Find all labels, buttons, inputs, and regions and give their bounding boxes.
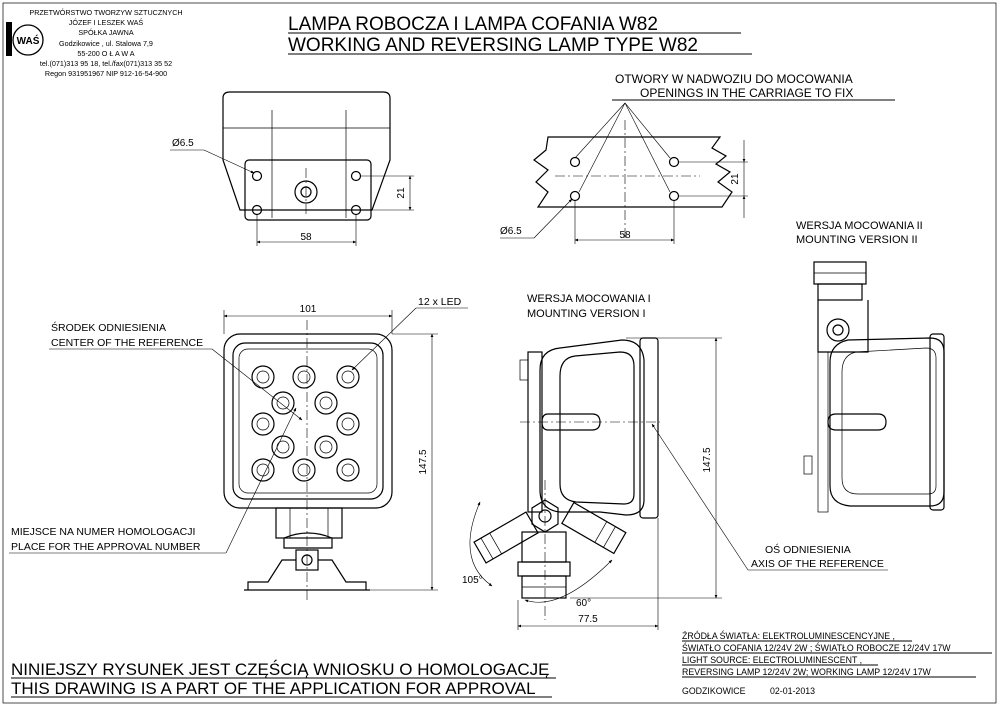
company-line: 55-200 O Ł A W A: [77, 49, 134, 58]
dim-77: 77.5: [578, 614, 598, 625]
dim-147-side: 147.5: [702, 447, 713, 472]
led-grid: [251, 365, 360, 482]
dim-58-panel: 58: [619, 230, 631, 241]
company-logo-text: WAŚ: [17, 34, 40, 47]
hole-diameter-panel: Ø6.5: [500, 226, 522, 237]
openings-label-en: OPENINGS IN THE CARRIAGE TO FIX: [640, 86, 853, 100]
reference-center-en: CENTER OF THE REFERENCE: [51, 337, 203, 349]
openings-label-pl: OTWORY W NADWOZIU DO MOCOWANIA: [615, 72, 853, 86]
footer-place: GODZIKOWICE: [682, 686, 746, 696]
company-header: WAŚ PRZETWÓRSTWO TWORZYW SZTUCZNYCH JÓZE…: [6, 8, 183, 78]
dim-147-front: 147.5: [418, 449, 429, 474]
dim-101: 101: [300, 304, 317, 315]
company-line: Regon 931951967 NIP 912-16-54-900: [45, 69, 167, 78]
dim-58-top: 58: [300, 232, 312, 243]
logo-bar: [6, 22, 12, 56]
mounting-1-en: MOUNTING VERSION I: [527, 308, 646, 320]
angle-105: 105°: [462, 575, 483, 586]
title-line-1: LAMPA ROBOCZA I LAMPA COFANIA W82: [288, 14, 658, 35]
side-view-mounting-1: WERSJA MOCOWANIA I MOUNTING VERSION I: [462, 293, 888, 630]
hole-diameter-top: Ø6.5: [172, 138, 194, 149]
company-line: SPÓŁKA JAWNA: [78, 28, 133, 37]
title-line-2: WORKING AND REVERSING LAMP TYPE W82: [288, 35, 698, 56]
company-line: tel.(071)313 95 18, tel./fax(071)313 35 …: [40, 59, 172, 68]
side-view-mounting-2: WERSJA MOCOWANIA II MOUNTING VERSION II: [796, 220, 945, 513]
reference-axis-pl: OŚ ODNIESIENIA: [765, 543, 851, 556]
light-source-line: ŚWIATŁO COFANIA 12/24V 2W ; ŚWIATŁO ROBO…: [682, 642, 951, 653]
approval-notice: NINIEJSZY RYSUNEK JEST CZĘŚCIĄ WNIOSKU O…: [11, 660, 556, 698]
approval-place-pl: MIEJSCE NA NUMER HOMOLOGACJI: [11, 526, 195, 538]
mounting-1-pl: WERSJA MOCOWANIA I: [527, 293, 651, 305]
angle-60: 60°: [576, 598, 591, 609]
company-line: JÓZEF I LESZEK WAŚ: [69, 18, 144, 27]
company-logo: [12, 24, 44, 56]
dim-21-top: 21: [396, 187, 407, 199]
notice-line-1: NINIEJSZY RYSUNEK JEST CZĘŚCIĄ WNIOSKU O…: [11, 660, 549, 679]
company-line: PRZETWÓRSTWO TWORZYW SZTUCZNYCH: [29, 8, 182, 17]
drawing-title: LAMPA ROBOCZA I LAMPA COFANIA W82 WORKIN…: [288, 14, 752, 56]
front-view: 101 147.5 12 x LED ŚRODEK ODNIESIENIA CE…: [9, 296, 468, 600]
approval-place-en: PLACE FOR THE APPROVAL NUMBER: [11, 541, 201, 553]
light-source-block: ŹRÓDŁA ŚWIATŁA: ELEKTROLUMINESCENCYJNE ,…: [682, 630, 992, 696]
top-view: 58 21 Ø6.5: [170, 91, 414, 246]
notice-line-2: THIS DRAWING IS A PART OF THE APPLICATIO…: [11, 679, 536, 698]
mounting-2-pl: WERSJA MOCOWANIA II: [796, 220, 923, 232]
light-source-line: REVERSING LAMP 12/24V 2W; WORKING LAMP 1…: [682, 667, 932, 677]
footer-date: 02-01-2013: [770, 686, 815, 696]
dim-21-panel: 21: [730, 173, 741, 185]
carriage-openings: OTWORY W NADWOZIU DO MOCOWANIA OPENINGS …: [500, 72, 895, 244]
led-count-label: 12 x LED: [418, 296, 462, 308]
light-source-line: ŹRÓDŁA ŚWIATŁA: ELEKTROLUMINESCENCYJNE ,: [682, 630, 895, 641]
reference-axis-en: AXIS OF THE REFERENCE: [751, 558, 884, 570]
mounting-2-en: MOUNTING VERSION II: [796, 234, 918, 246]
light-source-line: LIGHT SOURCE: ELECTROLUMINESCENT ,: [682, 655, 862, 665]
company-line: Godzikowice , ul. Stalowa 7,9: [59, 39, 153, 48]
reference-center-pl: ŚRODEK ODNIESIENIA: [51, 321, 166, 334]
